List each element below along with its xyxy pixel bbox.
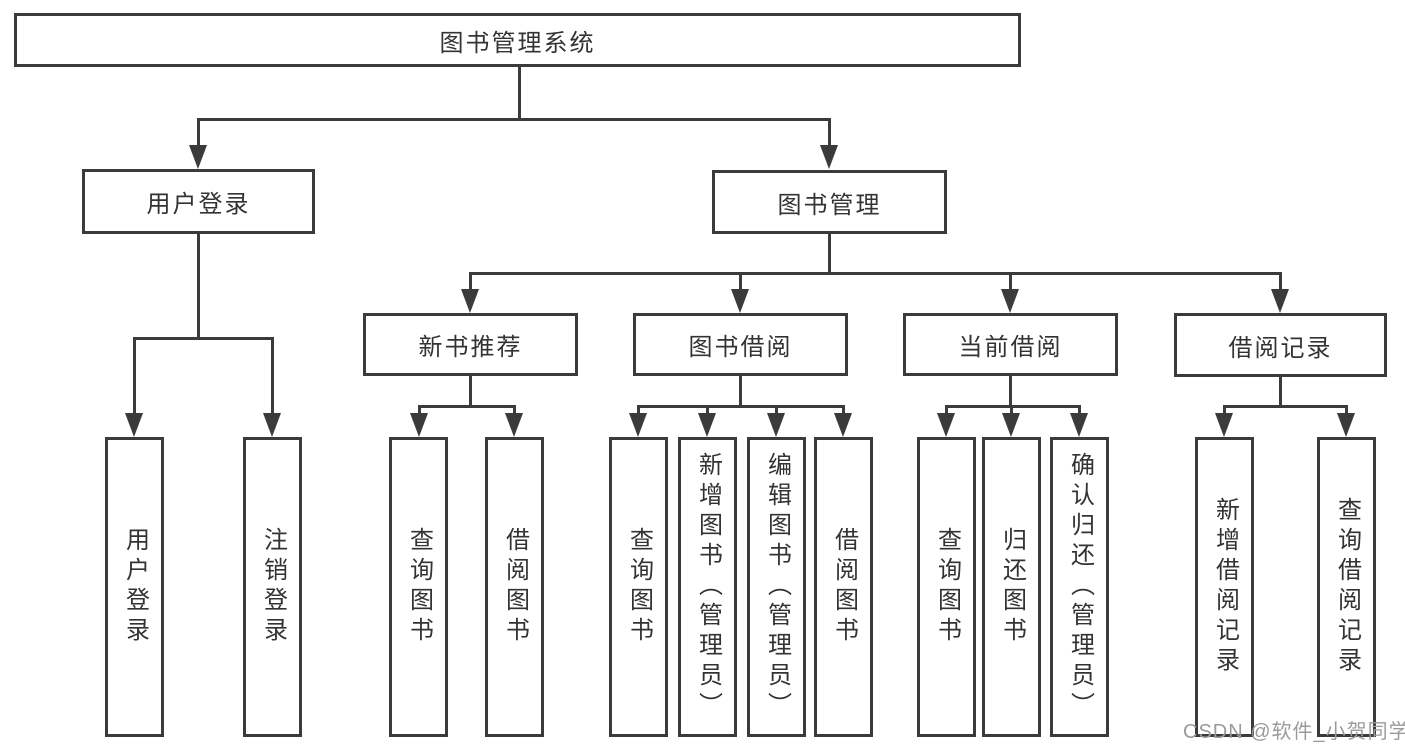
connector-root-hbar	[197, 118, 830, 121]
arrowhead-down-icon	[820, 145, 838, 169]
connector-shaft	[1010, 405, 1013, 416]
arrowhead-down-icon	[834, 413, 852, 437]
arrowhead-down-icon	[1271, 289, 1289, 313]
connector-bookmgmt-hbar	[470, 272, 1281, 275]
leaf-label: 查询图书	[625, 527, 653, 647]
arrowhead-down-icon	[698, 413, 716, 437]
leaf-query-books-recommend: 查询图书	[389, 437, 448, 737]
arrowhead-down-icon	[410, 413, 428, 437]
leaf-label: 编辑图书（管理员）	[763, 452, 791, 722]
connector-borrow-hbar	[638, 405, 845, 408]
connector-current-stem	[1009, 376, 1012, 408]
connector-shaft	[945, 405, 948, 416]
leaf-label: 新增借阅记录	[1211, 497, 1239, 677]
connector-shaft	[1078, 405, 1081, 416]
leaf-query-borrow-record: 查询借阅记录	[1317, 437, 1376, 737]
leaf-label: 查询图书	[405, 527, 433, 647]
arrowhead-down-icon	[629, 413, 647, 437]
connector-shaft	[1279, 272, 1282, 293]
arrowhead-down-icon	[1070, 413, 1088, 437]
connector-shaft	[271, 337, 274, 416]
connector-shaft	[133, 337, 136, 416]
leaf-label: 查询图书	[933, 527, 961, 647]
connector-root-stem	[518, 67, 521, 121]
connector-shaft	[418, 405, 421, 416]
node-book-management-branch: 图书管理	[712, 170, 947, 234]
connector-shaft	[1345, 405, 1348, 416]
csdn-watermark: CSDN @软件_小贺同学	[1183, 721, 1405, 743]
arrowhead-down-icon	[461, 289, 479, 313]
leaf-logout: 注销登录	[243, 437, 302, 737]
leaf-return-books: 归还图书	[982, 437, 1041, 737]
connector-userlogin-hbar	[134, 337, 274, 340]
arrowhead-down-icon	[505, 413, 523, 437]
connector-shaft	[469, 272, 472, 293]
node-borrow-records: 借阅记录	[1174, 313, 1387, 377]
connector-recommend-stem	[469, 376, 472, 408]
connector-bookmgmt-stem	[828, 234, 831, 275]
leaf-user-login: 用户登录	[105, 437, 164, 737]
arrowhead-down-icon	[1337, 413, 1355, 437]
leaf-confirm-return-admin: 确认归还（管理员）	[1050, 437, 1109, 737]
leaf-add-borrow-record: 新增借阅记录	[1195, 437, 1254, 737]
leaf-label: 借阅图书	[501, 527, 529, 647]
node-label: 图书管理系统	[439, 29, 596, 57]
leaf-query-books-borrow: 查询图书	[609, 437, 668, 737]
connector-recommend-hbar	[419, 405, 516, 408]
arrowhead-down-icon	[125, 413, 143, 437]
connector-shaft	[739, 272, 742, 293]
node-label: 新书推荐	[418, 334, 523, 361]
arrowhead-down-icon	[1001, 289, 1019, 313]
leaf-edit-books-admin: 编辑图书（管理员）	[747, 437, 806, 737]
leaf-label: 新增图书（管理员）	[694, 452, 722, 722]
node-label: 图书管理	[777, 191, 882, 219]
leaf-label: 确认归还（管理员）	[1066, 452, 1094, 722]
node-label: 当前借阅	[958, 334, 1063, 361]
connector-shaft	[1009, 272, 1012, 293]
arrowhead-down-icon	[263, 413, 281, 437]
node-current-borrow: 当前借阅	[903, 313, 1118, 376]
node-book-borrow: 图书借阅	[633, 313, 848, 376]
connector-records-hbar	[1224, 405, 1347, 408]
connector-shaft	[775, 405, 778, 416]
arrowhead-down-icon	[731, 289, 749, 313]
arrowhead-down-icon	[189, 145, 207, 169]
leaf-label: 归还图书	[998, 527, 1026, 647]
arrowhead-down-icon	[937, 413, 955, 437]
connector-current-hbar	[946, 405, 1080, 408]
leaf-label: 注销登录	[259, 527, 287, 647]
node-label: 借阅记录	[1228, 334, 1333, 362]
connector-shaft	[842, 405, 845, 416]
connector-shaft	[513, 405, 516, 416]
leaf-borrow-books: 借阅图书	[814, 437, 873, 737]
connector-userlogin-stem	[197, 234, 200, 340]
connector-shaft	[706, 405, 709, 416]
arrowhead-down-icon	[1215, 413, 1233, 437]
node-root-library-system: 图书管理系统	[14, 13, 1021, 67]
arrowhead-down-icon	[1002, 413, 1020, 437]
leaf-add-books-admin: 新增图书（管理员）	[678, 437, 737, 737]
connector-borrow-stem	[739, 376, 742, 408]
leaf-query-books-current: 查询图书	[917, 437, 976, 737]
connector-shaft	[828, 118, 831, 150]
leaf-label: 借阅图书	[830, 527, 858, 647]
node-label: 图书借阅	[688, 334, 793, 361]
leaf-label: 用户登录	[121, 527, 149, 647]
arrowhead-down-icon	[767, 413, 785, 437]
leaf-borrow-books-recommend: 借阅图书	[485, 437, 544, 737]
connector-shaft	[637, 405, 640, 416]
node-label: 用户登录	[146, 191, 251, 218]
leaf-label: 查询借阅记录	[1333, 497, 1361, 677]
connector-shaft	[1223, 405, 1226, 416]
connector-records-stem	[1279, 377, 1282, 408]
node-user-login-branch: 用户登录	[82, 169, 315, 234]
connector-shaft	[197, 118, 200, 150]
node-new-book-recommend: 新书推荐	[363, 313, 578, 376]
